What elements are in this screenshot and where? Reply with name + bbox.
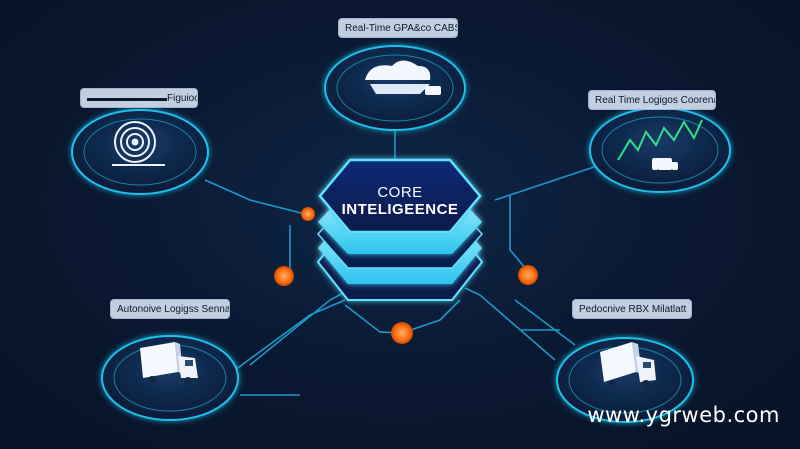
node-top xyxy=(324,45,466,131)
link-left-bottom-2 xyxy=(227,299,346,376)
node-right-bottom xyxy=(556,337,694,423)
connector-dot xyxy=(391,322,413,344)
target-icon xyxy=(112,121,165,166)
truck-icon xyxy=(140,342,198,385)
connector-dot xyxy=(274,266,294,286)
connector-dot xyxy=(301,207,315,221)
label-left-top: ▬▬▬▬▬▬▬▬Figuioo xyxy=(80,88,198,108)
link-bottom-dot-2 xyxy=(401,299,461,334)
link-right-top xyxy=(494,164,601,201)
truck-icon xyxy=(600,342,656,388)
link-left-top xyxy=(204,179,306,215)
label-left-bottom: Autonoive Logigss Sennas xyxy=(110,299,230,319)
connector-dot xyxy=(518,265,538,285)
link-right-bottom-2 xyxy=(514,299,576,346)
label-right-bottom: Pedocnive RBX Milatlatt xyxy=(572,299,692,319)
node-left-bottom xyxy=(101,335,239,421)
connector-dots xyxy=(274,207,538,344)
cloud-truck-icon xyxy=(365,60,441,99)
core-title-line1: CORE xyxy=(377,184,423,201)
link-right-branch xyxy=(509,195,528,271)
link-right-bottom xyxy=(464,287,556,361)
node-left-top xyxy=(71,109,209,195)
chart-truck-icon xyxy=(617,119,703,175)
node-right-top xyxy=(589,107,731,193)
connection-lines xyxy=(204,60,601,396)
label-right-top: Real Time Logigos Coorenation xyxy=(588,90,716,110)
label-top: Real-Time GPA&co CABS xyxy=(338,18,458,38)
core-title-line2: INTELIGEENCE xyxy=(341,201,459,218)
link-left-bottom xyxy=(249,291,346,366)
watermark: www.ygrweb.com xyxy=(587,403,780,427)
core-hub xyxy=(316,158,484,301)
